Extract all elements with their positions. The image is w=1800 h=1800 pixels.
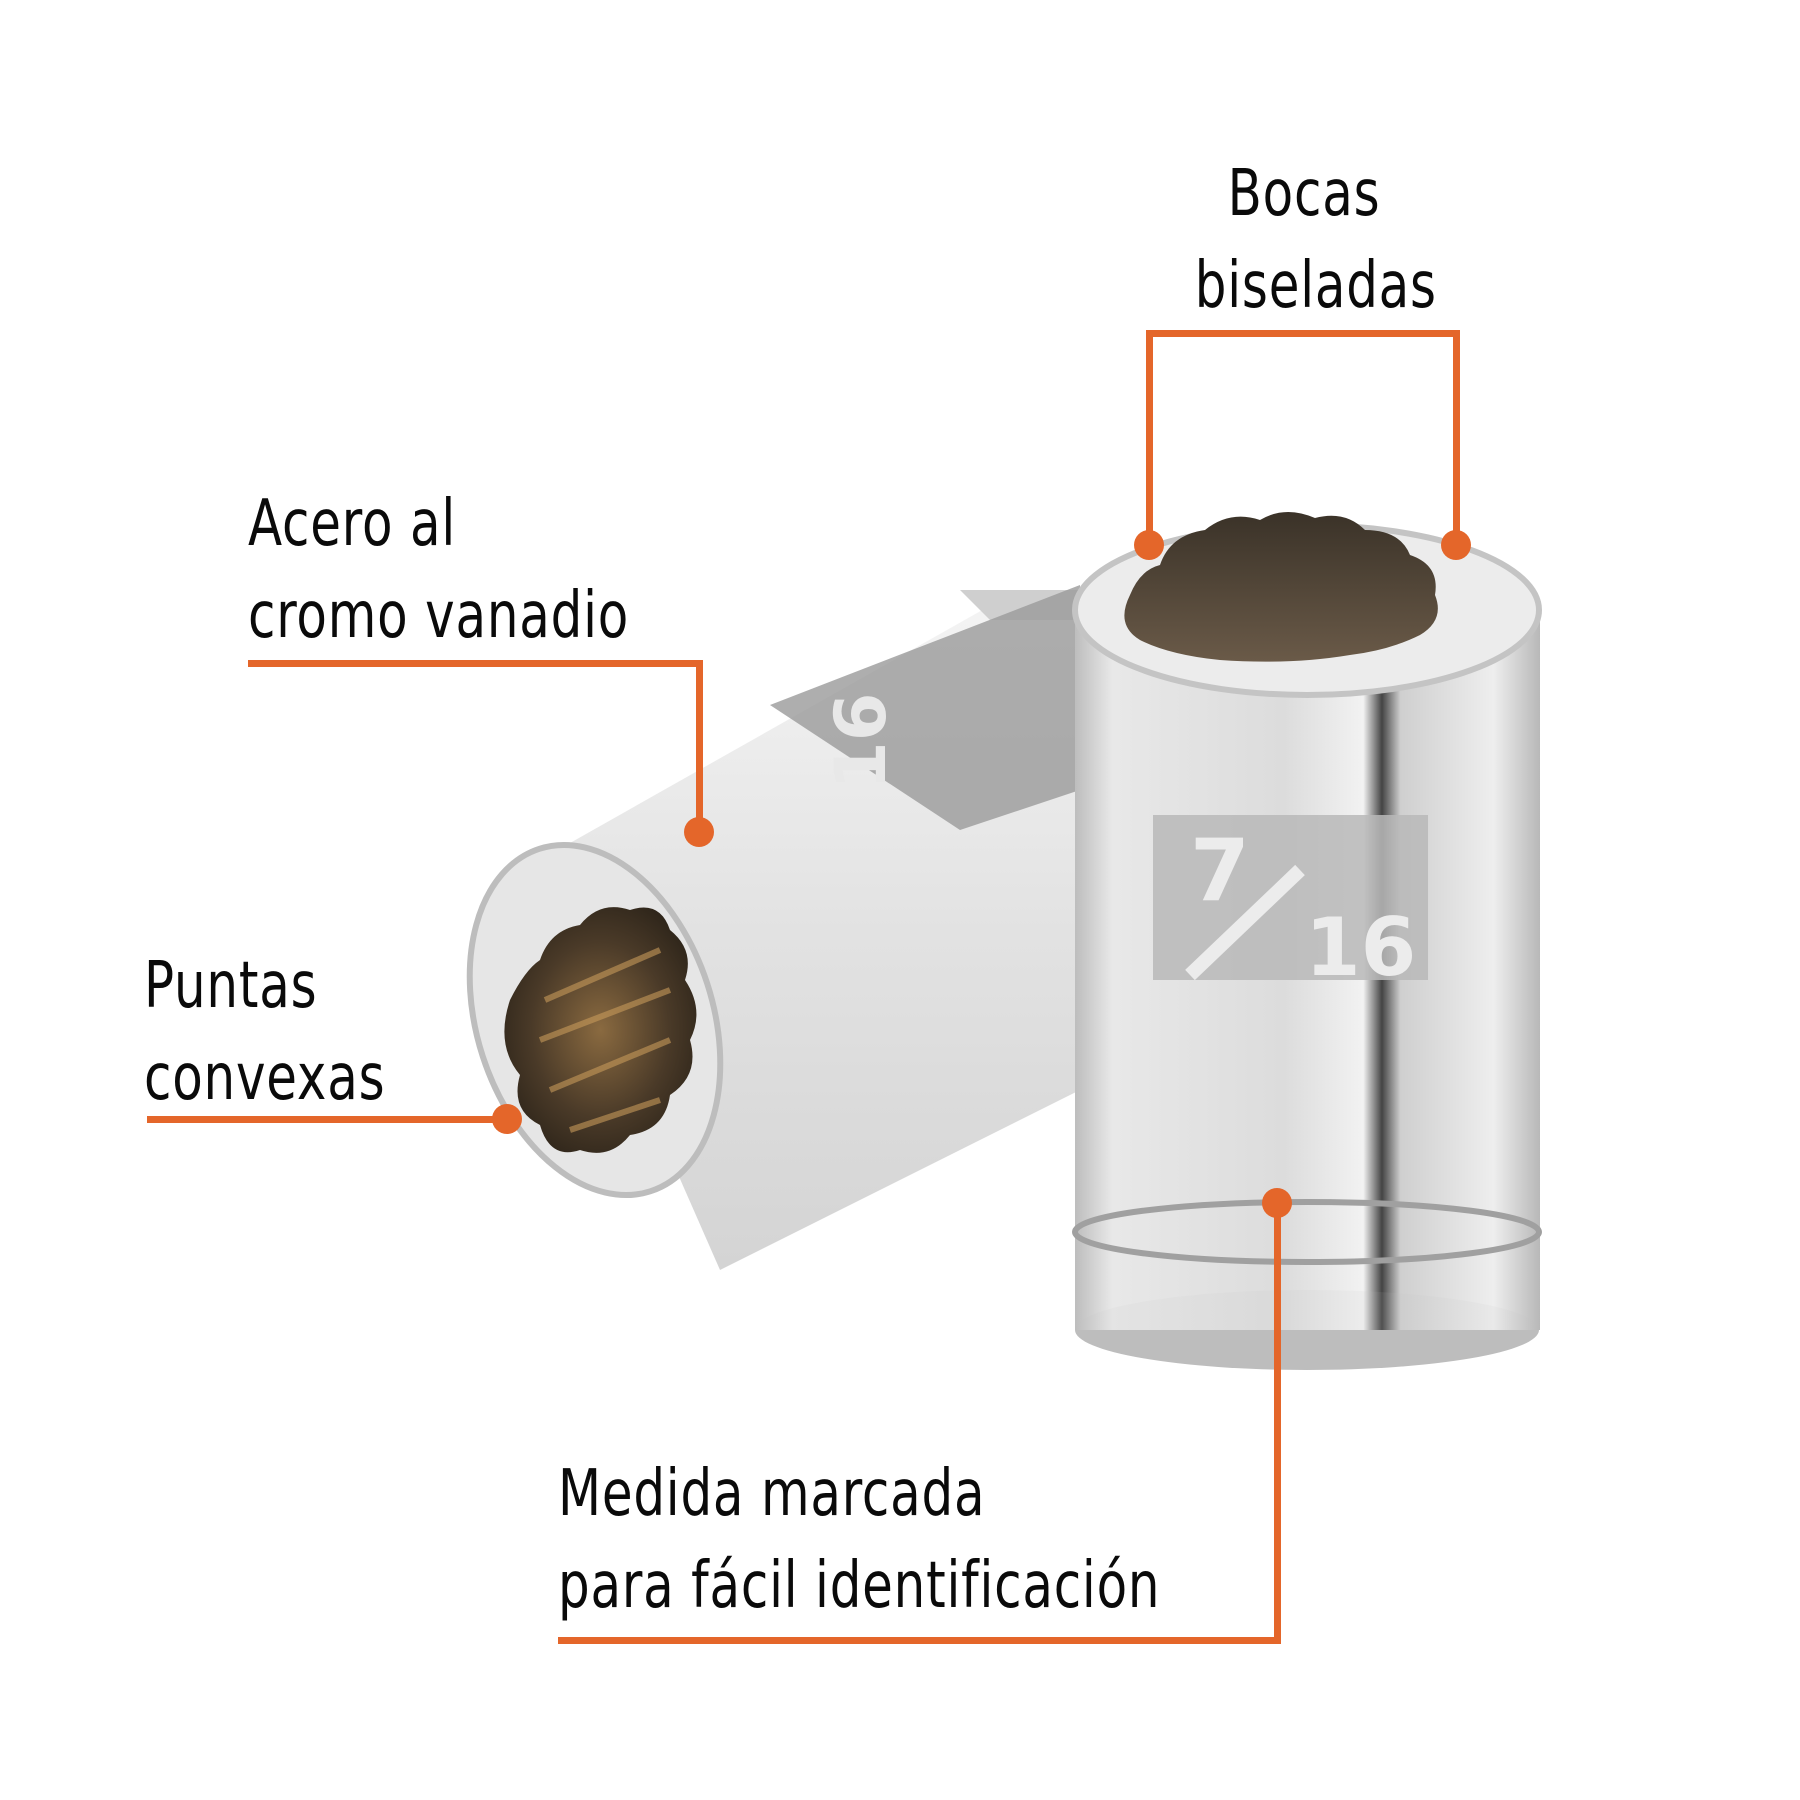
- puntas-horizontal-line: [147, 1116, 507, 1123]
- callout-medida-marcada: Medida marcada para fácil identificación: [558, 1448, 1160, 1632]
- acero-vertical-line: [696, 660, 703, 830]
- rear-socket: 16: [466, 585, 1100, 1270]
- callout-line-1: Medida marcada: [558, 1457, 986, 1531]
- bracket-left-line: [1146, 330, 1153, 542]
- rear-size-marking: 16: [820, 693, 902, 790]
- bracket-top-line: [1146, 330, 1460, 337]
- front-size-numerator: 7: [1190, 821, 1250, 921]
- callout-bocas-biseladas: Bocas biseladas: [1194, 148, 1437, 332]
- callout-line-2: convexas: [144, 1041, 386, 1115]
- pointer-dot-acero: [684, 817, 714, 847]
- front-size-denominator: 16: [1305, 901, 1416, 994]
- front-socket: 7 16: [1072, 511, 1542, 1370]
- medida-vertical-line: [1274, 1200, 1281, 1644]
- callout-line-2: para fácil identificación: [558, 1549, 1161, 1623]
- medida-horizontal-line: [558, 1637, 1281, 1644]
- callout-line-1: Puntas: [144, 949, 318, 1023]
- acero-horizontal-line: [248, 660, 703, 667]
- callout-puntas-convexas: Puntas convexas: [144, 940, 385, 1124]
- pointer-dot-right: [1441, 530, 1471, 560]
- callout-line-1: Bocas: [1227, 157, 1381, 231]
- bracket-right-line: [1453, 330, 1460, 542]
- pointer-dot-puntas: [492, 1104, 522, 1134]
- pointer-dot-left: [1134, 530, 1164, 560]
- callout-line-2: cromo vanadio: [248, 579, 630, 653]
- pointer-dot-medida: [1262, 1188, 1292, 1218]
- callout-line-2: biseladas: [1194, 249, 1437, 323]
- callout-line-1: Acero al: [248, 487, 456, 561]
- callout-acero-cromo-vanadio: Acero al cromo vanadio: [248, 478, 629, 662]
- size-label-plate: [1153, 815, 1428, 980]
